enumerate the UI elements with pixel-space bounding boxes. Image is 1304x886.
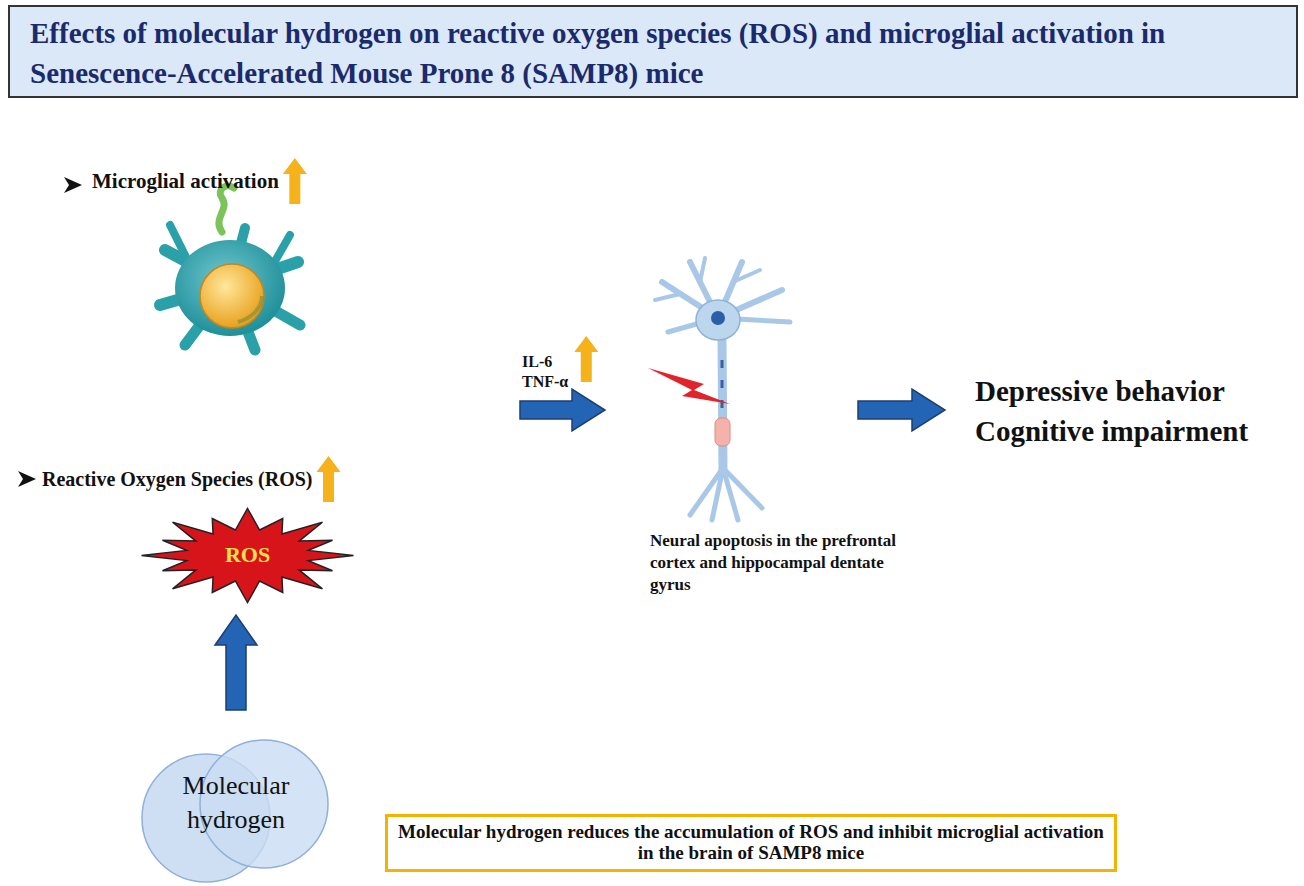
damage-bolt [648,368,730,404]
summary-box-text: Molecular hydrogen reduces the accumulat… [393,822,1109,864]
neuron-cell [648,258,790,520]
result-label: Cognitive impairment [975,413,1248,451]
cytokine-label: IL-6 [522,352,552,373]
increase-arrow [574,336,598,382]
bullet-mark [18,471,36,487]
outcome-note: Neural apoptosis in the prefrontal corte… [650,530,905,596]
increase-arrows [283,158,598,502]
hydrogen-atom [200,740,328,868]
finding-label: Microglial activation [92,168,279,195]
ros-burst-text: ROS [225,541,270,570]
increase-arrow [317,456,341,502]
summary-box: Molecular hydrogen reduces the accumulat… [385,814,1117,872]
title-banner: Effects of molecular hydrogen on reactiv… [8,5,1298,98]
flow-arrow [520,389,605,431]
cytokine-label: TNF-α [522,372,568,393]
ros-star [142,509,354,603]
hydrogen-circles-text: Molecular hydrogen [166,769,306,837]
ros-burst: ROS [140,508,355,603]
flow-arrow [858,389,945,431]
bullet-mark [64,177,82,193]
increase-arrow [283,158,307,204]
title-text: Effects of molecular hydrogen on reactiv… [30,13,1280,93]
result-label: Depressive behavior [975,373,1225,411]
finding-label: Reactive Oxygen Species (ROS) [42,466,313,492]
flow-connector [215,615,257,710]
microglia-cell [160,186,300,350]
hydrogen-circles: Molecular hydrogen [140,738,332,886]
